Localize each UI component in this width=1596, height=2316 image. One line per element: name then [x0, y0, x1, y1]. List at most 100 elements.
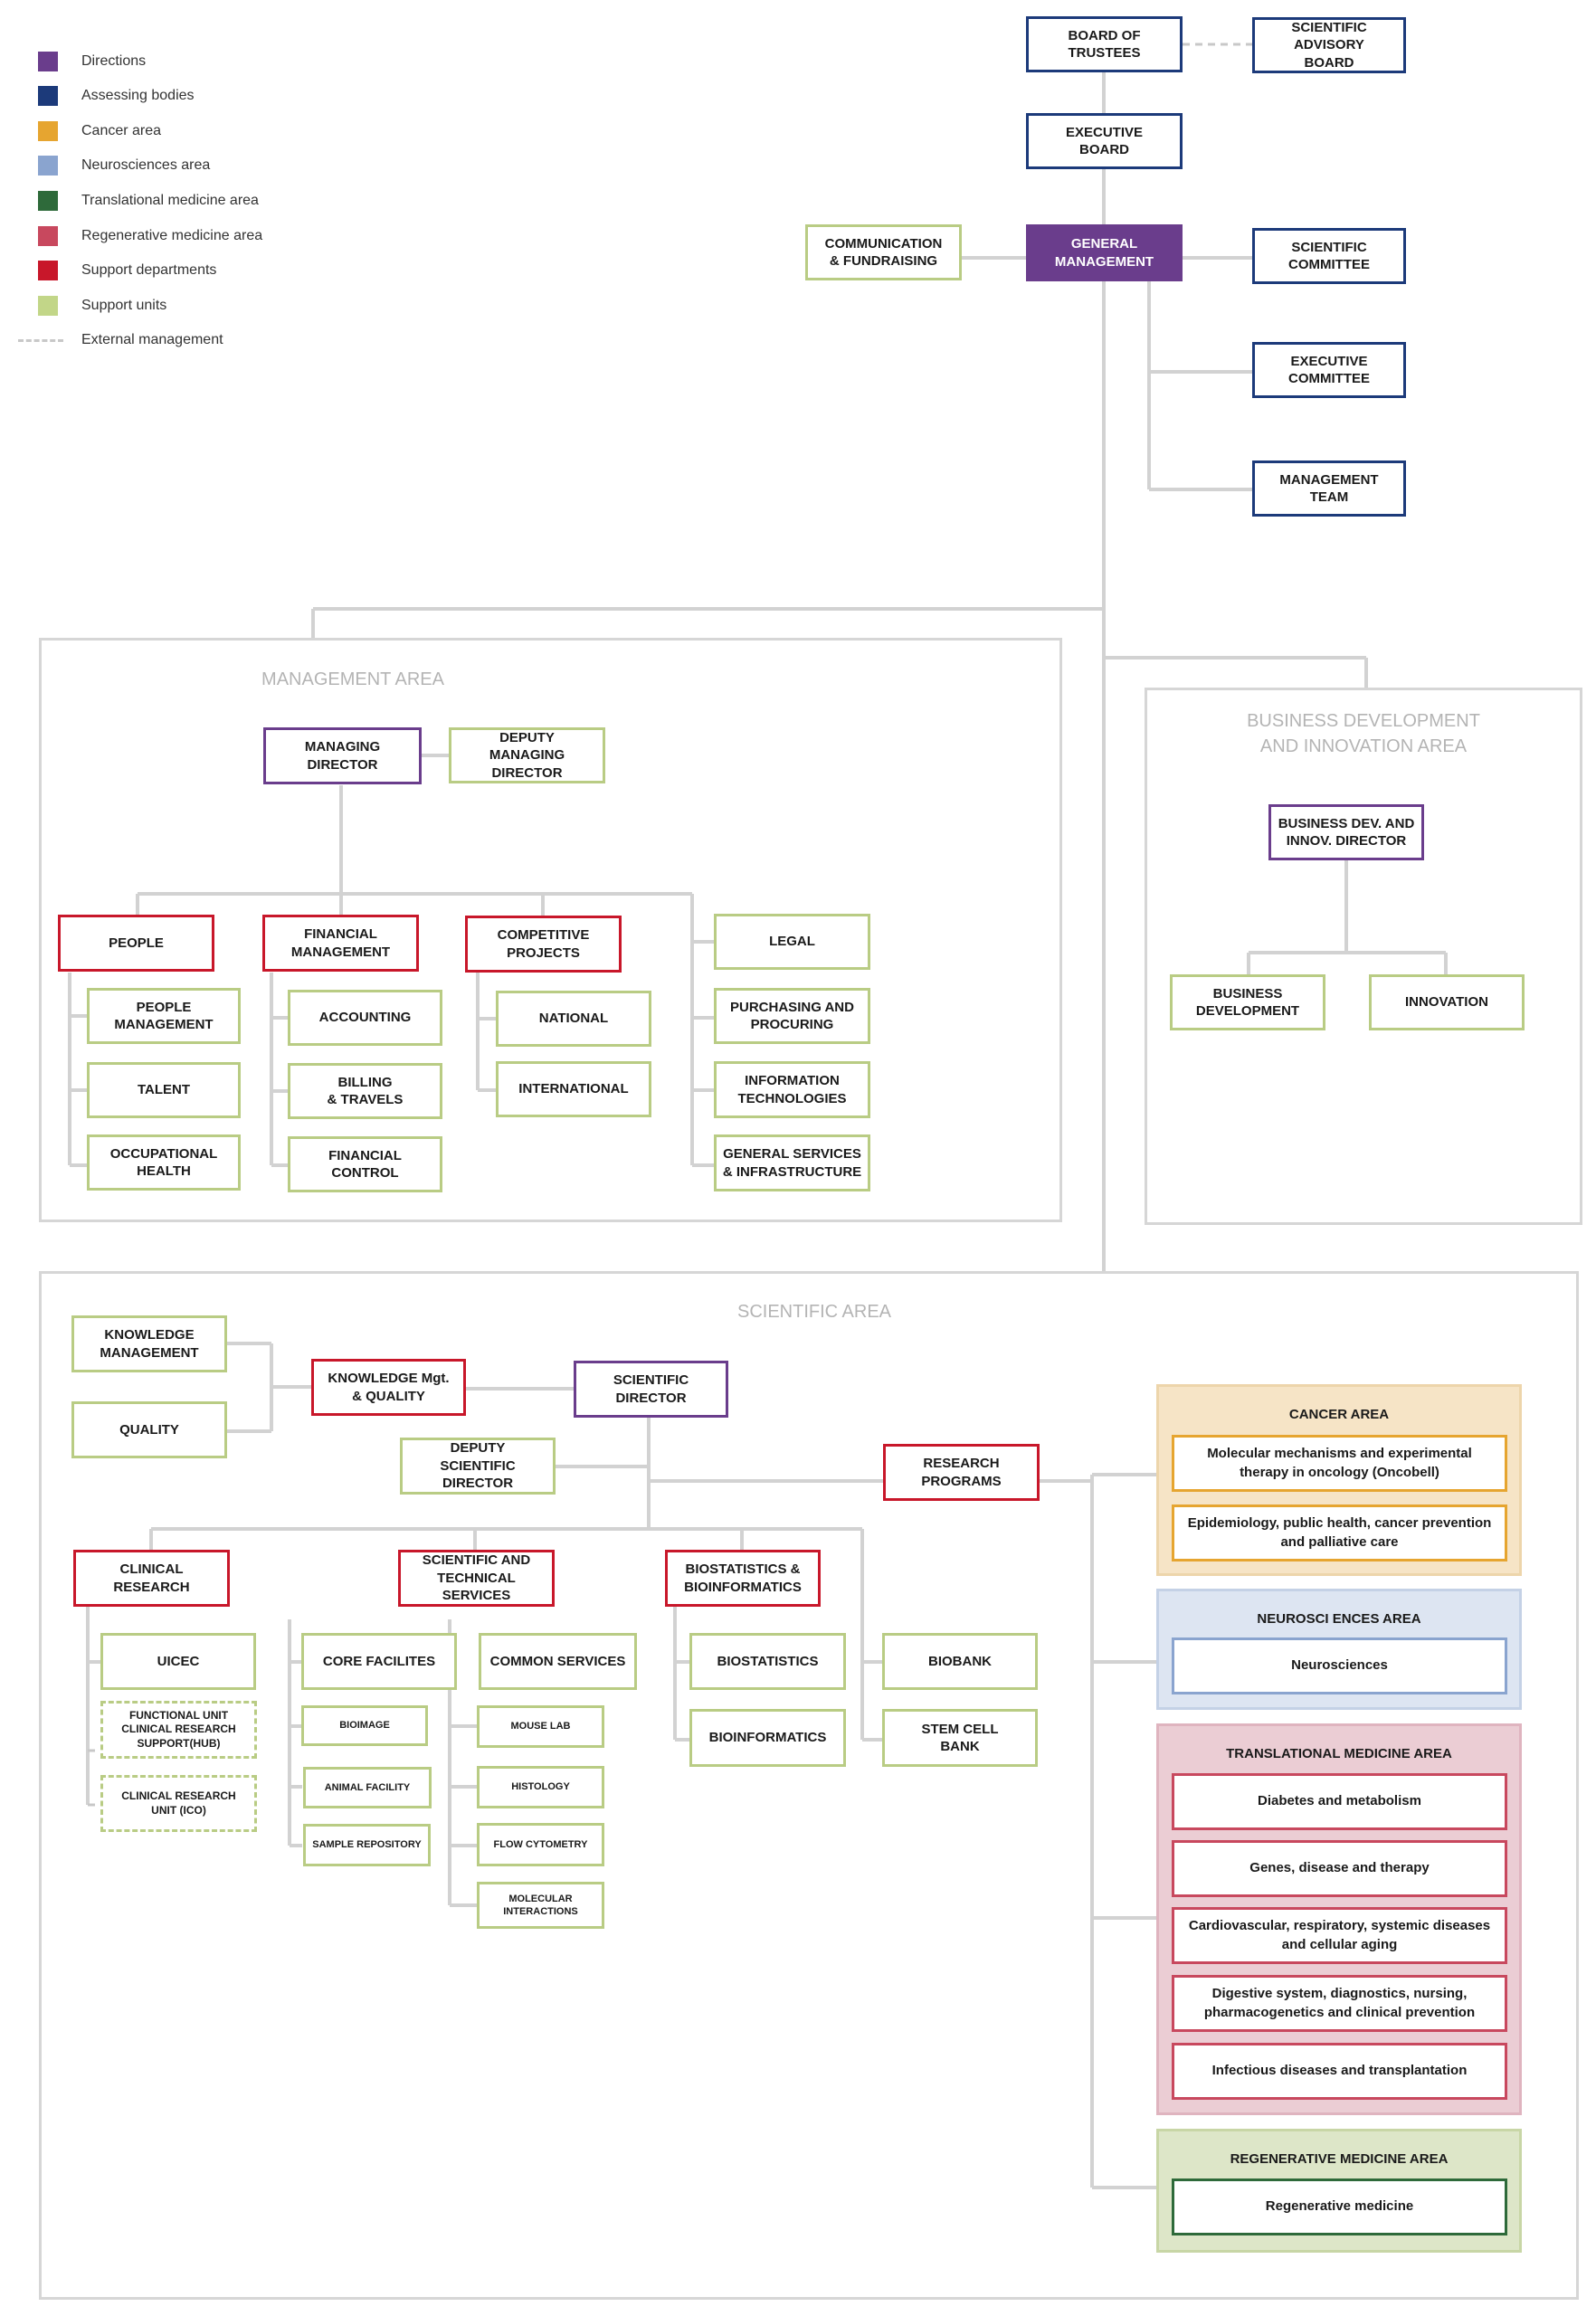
translational-program-cardiovascular[interactable]: Cardiovascular, respiratory, systemic di…: [1172, 1907, 1507, 1964]
box-label: PURCHASING AND PROCURING: [730, 999, 854, 1033]
neurosciences-program[interactable]: Neurosciences: [1172, 1637, 1507, 1694]
cancer-program-oncobell[interactable]: Molecular mechanisms and experimental th…: [1172, 1435, 1507, 1492]
stem-cell-bank-box[interactable]: STEM CELL BANK: [882, 1709, 1038, 1767]
general-management-box[interactable]: GENERAL MANAGEMENT: [1026, 224, 1183, 281]
animal-facility-box[interactable]: ANIMAL FACILITY: [303, 1767, 432, 1808]
box-label: DEPUTY SCIENTIFIC DIRECTOR: [440, 1440, 516, 1492]
legend-swatch: [38, 156, 58, 176]
occupational-health-box[interactable]: OCCUPATIONAL HEALTH: [87, 1134, 241, 1191]
box-label: MANAGEMENT TEAM: [1279, 471, 1379, 506]
biostatistics-box[interactable]: BIOSTATISTICS: [689, 1633, 846, 1690]
talent-box[interactable]: TALENT: [87, 1062, 241, 1118]
translational-program-infectious[interactable]: Infectious diseases and transplantation: [1172, 2043, 1507, 2100]
bioinformatics-box[interactable]: BIOINFORMATICS: [689, 1709, 846, 1767]
competitive-projects-box[interactable]: COMPETITIVE PROJECTS: [465, 916, 622, 973]
clinical-research-box[interactable]: CLINICAL RESEARCH: [73, 1550, 230, 1607]
quality-box[interactable]: QUALITY: [71, 1401, 227, 1458]
purchasing-procuring-box[interactable]: PURCHASING AND PROCURING: [714, 988, 870, 1044]
legend-label: Neurosciences area: [81, 157, 211, 173]
box-label: MOLECULAR INTERACTIONS: [503, 1893, 578, 1917]
box-label: CORE FACILITES: [322, 1653, 436, 1669]
legend-label: Support departments: [81, 262, 217, 278]
knowledge-management-box[interactable]: KNOWLEDGE MANAGEMENT: [71, 1315, 227, 1372]
box-label: SCIENTIFIC AND TECHNICAL SERVICES: [422, 1552, 531, 1604]
box-label: EXECUTIVE COMMITTEE: [1288, 353, 1370, 387]
national-box[interactable]: NATIONAL: [496, 991, 651, 1047]
uicec-box[interactable]: UICEC: [100, 1633, 256, 1690]
board-of-trustees-box[interactable]: BOARD OF TRUSTEES: [1026, 16, 1183, 72]
scientific-area-title: SCIENTIFIC AREA: [736, 1302, 892, 1322]
box-label: SCIENTIFIC COMMITTEE: [1288, 239, 1370, 273]
translational-program-diabetes[interactable]: Diabetes and metabolism: [1172, 1773, 1507, 1830]
box-label: PEOPLE: [109, 935, 164, 951]
research-programs-box[interactable]: RESEARCH PROGRAMS: [883, 1444, 1040, 1501]
translational-program-genes[interactable]: Genes, disease and therapy: [1172, 1840, 1507, 1897]
scientific-technical-services-box[interactable]: SCIENTIFIC AND TECHNICAL SERVICES: [398, 1550, 555, 1607]
executive-committee-box[interactable]: EXECUTIVE COMMITTEE: [1252, 342, 1406, 398]
financial-control-box[interactable]: FINANCIAL CONTROL: [288, 1136, 442, 1192]
box-label: BILLING & TRAVELS: [327, 1074, 404, 1108]
bioimage-box[interactable]: BIOIMAGE: [301, 1705, 428, 1746]
executive-board-box[interactable]: EXECUTIVE BOARD: [1026, 113, 1183, 169]
scientific-advisory-board-box[interactable]: SCIENTIFIC ADVISORY BOARD: [1252, 17, 1406, 73]
functional-unit-box[interactable]: FUNCTIONAL UNIT CLINICAL RESEARCH SUPPOR…: [100, 1701, 257, 1759]
business-dev-director-box[interactable]: BUSINESS DEV. AND INNOV. DIRECTOR: [1268, 804, 1424, 860]
financial-management-box[interactable]: FINANCIAL MANAGEMENT: [262, 915, 419, 972]
scientific-area-frame: [39, 1271, 1579, 2300]
management-area-title: MANAGEMENT AREA: [261, 669, 444, 689]
core-facilities-box[interactable]: CORE FACILITES: [301, 1633, 457, 1690]
legend-label: External management: [81, 332, 223, 347]
deputy-scientific-director-box[interactable]: DEPUTY SCIENTIFIC DIRECTOR: [400, 1438, 556, 1495]
innovation-box[interactable]: INNOVATION: [1369, 974, 1525, 1030]
box-label: BIOBANK: [928, 1653, 992, 1669]
translational-area-title: TRANSLATIONAL MEDICINE AREA: [1226, 1746, 1452, 1761]
communication-fundraising-box[interactable]: COMMUNICATION & FUNDRAISING: [805, 224, 962, 280]
management-team-box[interactable]: MANAGEMENT TEAM: [1252, 460, 1406, 517]
molecular-interactions-box[interactable]: MOLECULAR INTERACTIONS: [477, 1882, 604, 1929]
legend-item-regenerative: Regenerative medicine area: [38, 224, 262, 248]
box-label: QUALITY: [119, 1421, 179, 1438]
legal-box[interactable]: LEGAL: [714, 914, 870, 970]
cancer-program-epidemiology[interactable]: Epidemiology, public health, cancer prev…: [1172, 1504, 1507, 1561]
box-label: COMMUNICATION & FUNDRAISING: [824, 235, 943, 270]
people-box[interactable]: PEOPLE: [58, 915, 214, 972]
billing-travels-box[interactable]: BILLING & TRAVELS: [288, 1063, 442, 1119]
scientific-committee-box[interactable]: SCIENTIFIC COMMITTEE: [1252, 228, 1406, 284]
box-label: ACCOUNTING: [318, 1010, 412, 1026]
business-development-box[interactable]: BUSINESS DEVELOPMENT: [1170, 974, 1325, 1030]
information-technologies-box[interactable]: INFORMATION TECHNOLOGIES: [714, 1061, 870, 1118]
legend-swatch: [38, 52, 58, 71]
biostatistics-bioinformatics-box[interactable]: BIOSTATISTICS & BIOINFORMATICS: [665, 1550, 821, 1607]
box-label: BOARD OF TRUSTEES: [1068, 27, 1141, 62]
international-box[interactable]: INTERNATIONAL: [496, 1061, 651, 1117]
box-label: PEOPLE MANAGEMENT: [114, 999, 214, 1033]
program-label: Neurosciences: [1291, 1657, 1388, 1674]
flow-cytometry-box[interactable]: FLOW CYTOMETRY: [477, 1823, 604, 1866]
histology-box[interactable]: HISTOLOGY: [477, 1766, 604, 1808]
program-label: Epidemiology, public health, cancer prev…: [1187, 1515, 1492, 1550]
box-label: BIOINFORMATICS: [708, 1730, 827, 1746]
accounting-box[interactable]: ACCOUNTING: [288, 990, 442, 1046]
legend-label: Translational medicine area: [81, 193, 259, 208]
deputy-managing-director-box[interactable]: DEPUTY MANAGING DIRECTOR: [449, 727, 605, 783]
legend-label: Cancer area: [81, 123, 162, 138]
scientific-director-box[interactable]: SCIENTIFIC DIRECTOR: [574, 1361, 728, 1418]
people-management-box[interactable]: PEOPLE MANAGEMENT: [87, 988, 241, 1044]
common-services-box[interactable]: COMMON SERVICES: [479, 1633, 637, 1690]
regenerative-program[interactable]: Regenerative medicine: [1172, 2178, 1507, 2235]
legend-item-support-departments: Support departments: [38, 259, 216, 282]
general-services-box[interactable]: GENERAL SERVICES & INFRASTRUCTURE: [714, 1134, 870, 1191]
knowledge-mgt-quality-box[interactable]: KNOWLEDGE Mgt. & QUALITY: [311, 1359, 466, 1416]
translational-program-digestive[interactable]: Digestive system, diagnostics, nursing, …: [1172, 1975, 1507, 2032]
box-label: ANIMAL FACILITY: [324, 1781, 411, 1793]
legend-item-neurosciences: Neurosciences area: [38, 154, 210, 177]
biobank-box[interactable]: BIOBANK: [882, 1633, 1038, 1690]
sample-repository-box[interactable]: SAMPLE REPOSITORY: [303, 1824, 431, 1866]
box-label: SCIENTIFIC ADVISORY BOARD: [1291, 19, 1367, 71]
managing-director-box[interactable]: MANAGING DIRECTOR: [263, 727, 422, 784]
box-label: SCIENTIFIC DIRECTOR: [613, 1372, 689, 1406]
mouse-lab-box[interactable]: MOUSE LAB: [477, 1705, 604, 1748]
box-label: UICEC: [157, 1653, 200, 1669]
clinical-research-unit-box[interactable]: CLINICAL RESEARCH UNIT (ICO): [100, 1775, 257, 1832]
box-label: BUSINESS DEVELOPMENT: [1195, 985, 1300, 1020]
